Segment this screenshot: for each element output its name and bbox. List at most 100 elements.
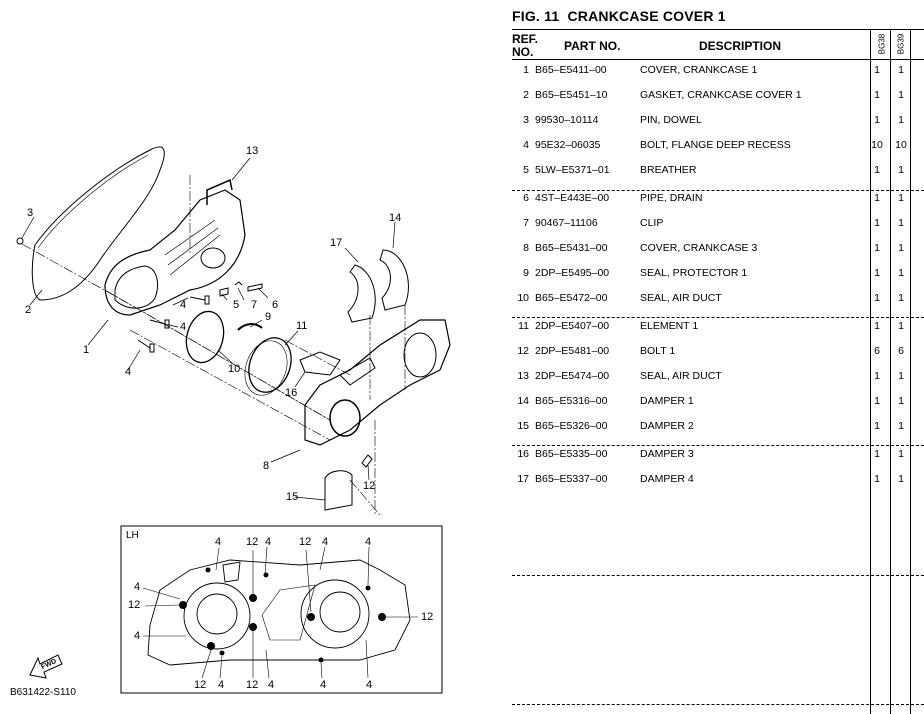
inset-callout-4: 4 [134, 630, 141, 642]
air-duct-seal-ring [185, 310, 225, 364]
qty-bg38-cell: 1 [874, 370, 880, 382]
description-cell: GASKET, CRANKCASE COVER 1 [640, 89, 802, 101]
description-cell: PIPE, DRAIN [640, 192, 703, 204]
callout-4: 4 [180, 321, 187, 333]
description-cell: CLIP [640, 217, 664, 229]
parts-list: FIG. 11 CRANKCASE COVER 1 REF. NO. PART … [505, 0, 924, 714]
table-top-rule [512, 29, 924, 30]
group-separator [512, 190, 924, 191]
part-no-cell: B65–E5326–00 [535, 420, 608, 432]
lh-inset-box [120, 525, 443, 694]
qty-bg38-cell: 10 [871, 139, 883, 151]
ref-no-cell: 15 [517, 420, 529, 432]
inset-callout-12: 12 [246, 536, 259, 548]
qty-bg39-cell: 1 [898, 164, 904, 176]
qty-bg39-cell: 1 [898, 292, 904, 304]
inset-callout-4: 4 [218, 679, 225, 691]
qty-bg38-cell: 1 [874, 89, 880, 101]
description-cell: COVER, CRANKCASE 1 [640, 64, 758, 76]
inset-callout-4: 4 [134, 581, 141, 593]
bolt-4c [137, 339, 155, 353]
description-cell: PIN, DOWEL [640, 114, 702, 126]
part-no-cell: 5LW–E5371–01 [535, 164, 610, 176]
description-cell: BOLT, FLANGE DEEP RECESS [640, 139, 791, 151]
qty-bg39-cell: 1 [898, 89, 904, 101]
callout-14: 14 [389, 212, 402, 224]
ref-no-cell: 16 [517, 448, 529, 460]
figure-title: FIG. 11 CRANKCASE COVER 1 [512, 8, 726, 24]
ref-no-cell: 17 [517, 473, 529, 485]
damper-2 [324, 470, 353, 511]
column-rule [890, 29, 891, 714]
callout-3: 3 [27, 207, 34, 219]
part-no-cell: B65–E5411–00 [535, 64, 607, 76]
inset-callout-4: 4 [322, 536, 329, 548]
qty-bg38-cell: 1 [874, 192, 880, 204]
qty-bg39-cell: 1 [898, 217, 904, 229]
inset-callout-12: 12 [128, 599, 141, 611]
figure-code: B631422-S110 [10, 687, 76, 698]
part-no-cell: 4ST–E443E–00 [535, 192, 610, 204]
ref-no-cell: 10 [517, 292, 529, 304]
lh-inset-drawing [142, 546, 418, 679]
qty-bg39-cell: 1 [898, 114, 904, 126]
callout-17: 17 [330, 237, 343, 249]
description-cell: SEAL, AIR DUCT [640, 292, 722, 304]
callout-16: 16 [285, 387, 298, 399]
ref-no-cell: 9 [523, 267, 529, 279]
ref-no-cell: 4 [523, 139, 529, 151]
qty-bg38-cell: 1 [874, 64, 880, 76]
crankcase-cover-3 [304, 319, 451, 446]
qty-bg39-cell: 1 [898, 320, 904, 332]
qty-bg39-cell: 1 [898, 192, 904, 204]
fwd-arrow-icon [29, 654, 63, 679]
dowel-pin [16, 237, 24, 245]
qty-bg39-cell: 1 [898, 395, 904, 407]
callout-4: 4 [180, 299, 187, 311]
qty-bg39-cell: 1 [898, 267, 904, 279]
part-no-cell: 2DP–E5495–00 [535, 267, 610, 279]
header-ref-line2: NO. [512, 45, 534, 59]
callout-4: 4 [125, 366, 132, 378]
diagram-drawing [16, 146, 451, 694]
qty-bg38-cell: 1 [874, 217, 880, 229]
group-separator [512, 445, 924, 446]
ref-no-cell: 1 [523, 64, 529, 76]
ref-no-cell: 14 [517, 395, 529, 407]
qty-bg39-cell: 10 [895, 139, 907, 151]
callout-7: 7 [251, 299, 258, 311]
crankcase-cover-1 [104, 189, 246, 316]
figure-name: CRANKCASE COVER 1 [567, 8, 726, 24]
qty-bg39-cell: 1 [898, 242, 904, 254]
clip [234, 281, 243, 286]
column-rule [870, 29, 871, 714]
ref-no-cell: 3 [523, 114, 529, 126]
description-cell: DAMPER 3 [640, 448, 694, 460]
part-no-cell: 2DP–E5407–00 [535, 320, 610, 332]
group-separator [512, 317, 924, 318]
header-ref-no: REF. NO. [512, 33, 538, 59]
part-no-cell: B65–E5335–00 [535, 448, 608, 460]
callout-8: 8 [263, 460, 270, 472]
damper-4 [347, 264, 376, 323]
description-cell: COVER, CRANKCASE 3 [640, 242, 758, 254]
inset-callout-12: 12 [194, 679, 207, 691]
ref-no-cell: 5 [523, 164, 529, 176]
qty-bg38-cell: 1 [874, 242, 880, 254]
qty-bg39-cell: 1 [898, 448, 904, 460]
qty-bg38-cell: 1 [874, 473, 880, 485]
description-cell: BOLT 1 [640, 345, 676, 357]
qty-bg38-cell: 1 [874, 114, 880, 126]
part-no-cell: B65–E5472–00 [535, 292, 608, 304]
callout-10: 10 [228, 363, 241, 375]
